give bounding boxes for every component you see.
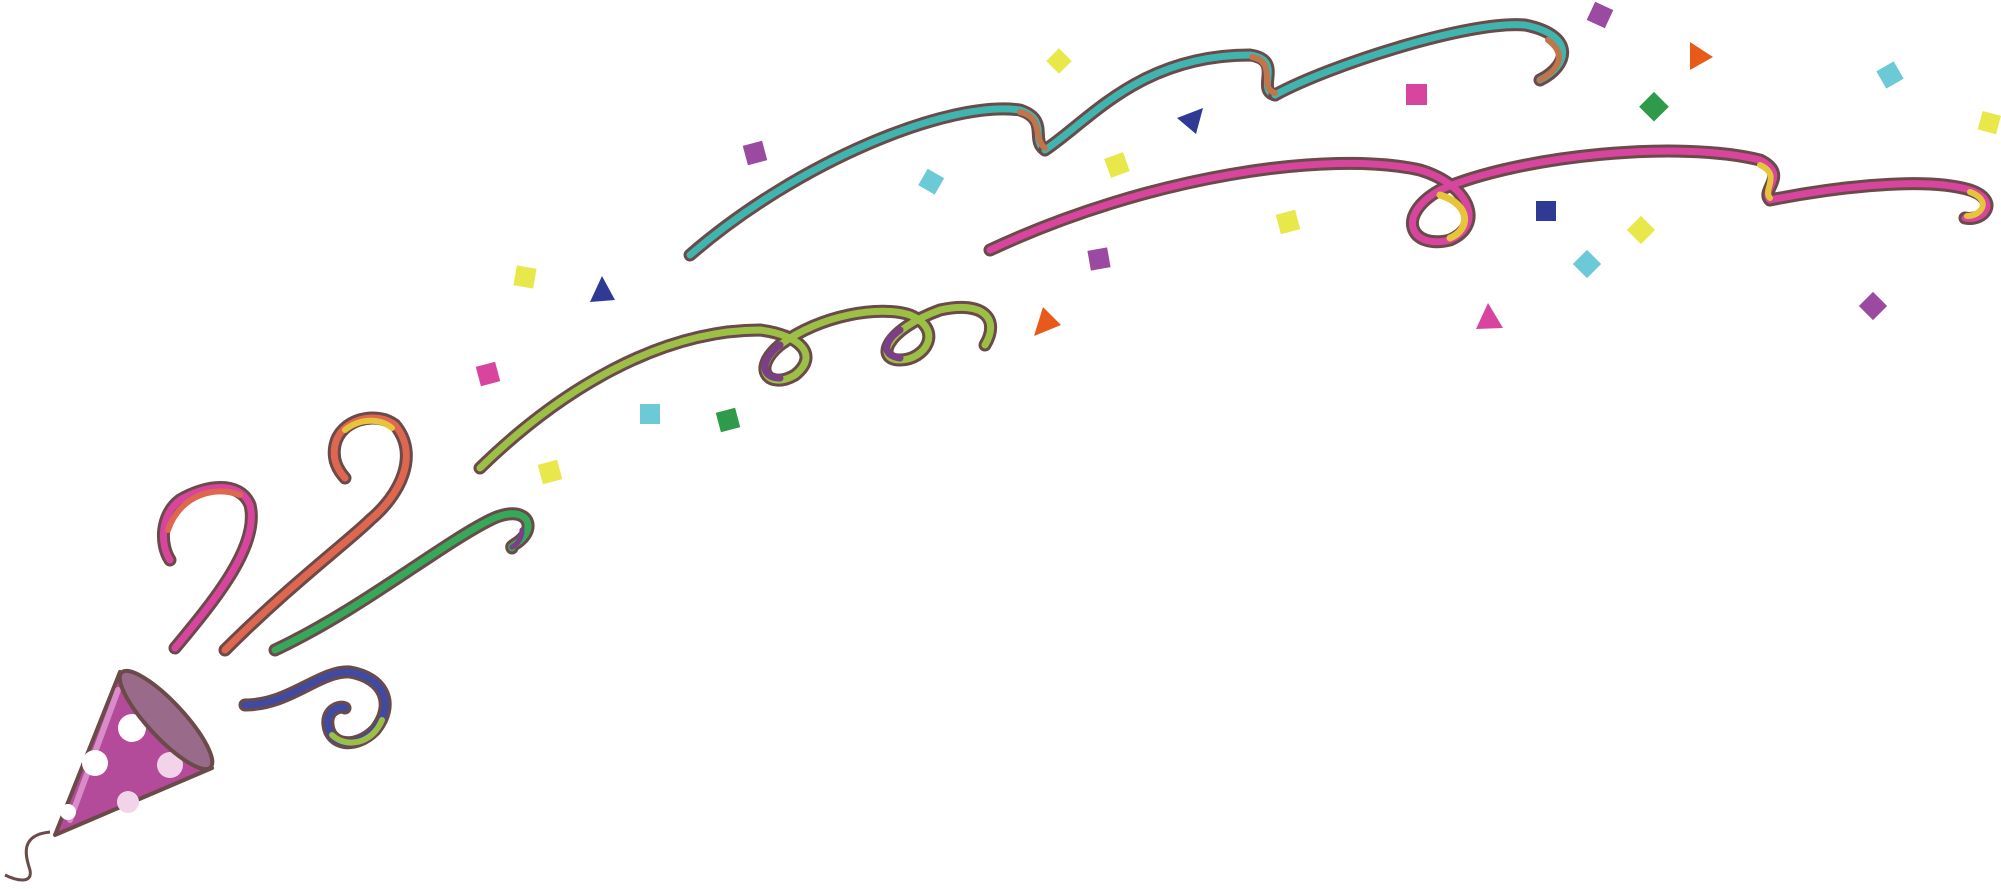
confetti-piece — [1639, 91, 1669, 122]
confetti-piece — [1876, 61, 1904, 89]
confetti-piece — [715, 407, 741, 433]
popper-string — [4, 830, 51, 882]
streamer-magenta-middle — [983, 144, 1994, 257]
streamer-coral — [218, 411, 413, 657]
confetti-piece — [1046, 48, 1072, 74]
streamer-olive-lower — [473, 300, 998, 475]
confetti-piece — [1275, 209, 1301, 235]
party-popper — [4, 668, 215, 882]
confetti-piece — [1977, 110, 2001, 135]
confetti-piece — [1034, 307, 1061, 336]
confetti-piece — [1406, 84, 1427, 105]
confetti-piece — [742, 140, 768, 166]
confetti-piece — [1572, 249, 1602, 279]
confetti-piece — [1177, 108, 1203, 134]
confetti-piece — [475, 361, 501, 387]
confetti-piece — [1104, 152, 1130, 178]
confetti-piece — [1087, 247, 1111, 271]
confetti-piece — [1536, 201, 1556, 221]
streamer-teal-top — [683, 18, 1570, 262]
confetti-piece — [640, 404, 660, 424]
confetti-piece — [1858, 291, 1888, 321]
confetti-piece — [537, 459, 563, 485]
popper-dots — [60, 714, 183, 820]
confetti-piece — [918, 168, 945, 195]
popper-mouth — [117, 668, 215, 772]
streamer-green — [268, 507, 535, 657]
confetti-piece — [1586, 1, 1614, 29]
confetti-piece — [1690, 42, 1713, 70]
confetti-piece — [513, 265, 537, 289]
streamer-magenta-left — [156, 481, 258, 655]
confetti-piece — [590, 276, 615, 302]
confetti-piece — [1476, 303, 1503, 329]
confetti-piece — [1626, 215, 1656, 245]
streamer-navy-curl — [238, 665, 392, 750]
